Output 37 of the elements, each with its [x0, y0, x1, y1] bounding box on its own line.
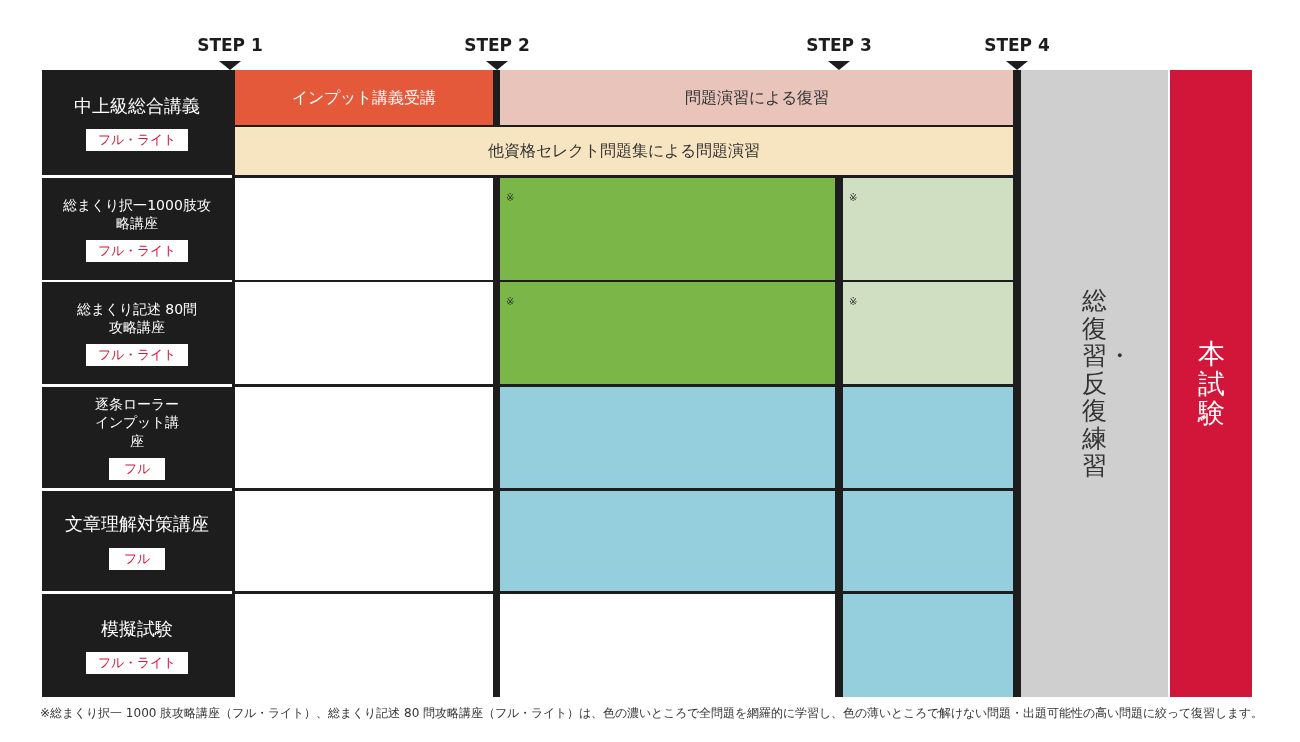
step-label: STEP 2	[464, 34, 530, 57]
study-cell	[843, 491, 1013, 591]
plan-tag: フル	[109, 457, 165, 480]
phase-bar: インプット講義受講	[235, 70, 493, 125]
step-label: STEP 4	[984, 34, 1050, 57]
plan-tag: フル	[109, 547, 165, 570]
course-name: 総まくり択一1000肢攻略講座	[62, 195, 212, 233]
course-header	[42, 387, 232, 488]
step-label: STEP 1	[197, 34, 263, 57]
exam-column: 本試験	[1170, 70, 1252, 697]
phase-bar: 他資格セレクト問題集による問題演習	[235, 127, 1013, 175]
review-cell: ※	[843, 282, 1013, 384]
course-header	[42, 70, 232, 175]
course-name: 中上級総合講義	[73, 93, 201, 118]
study-cell: ※	[500, 178, 835, 280]
course-name: 逐条ローラーインプット講座	[94, 395, 180, 450]
study-cell	[500, 387, 835, 488]
footnote: ※総まくり択一 1000 肢攻略講座（フル・ライト）、総まくり記述 80 問攻略講座（フル・ライト）は、色の濃いところで全問題を網羅的に学習し、色の薄いところで解けない問題・出題可能性の高い問題に絞って復習します。	[40, 705, 1264, 722]
plan-tag: フル・ライト	[86, 129, 188, 152]
course-header	[42, 491, 232, 591]
study-cell	[843, 387, 1013, 488]
review-cell: ※	[843, 178, 1013, 280]
plan-tag: フル・ライト	[86, 652, 188, 675]
course-name: 文章理解対策講座	[64, 512, 210, 536]
study-cell	[843, 594, 1013, 697]
phase-bar: 問題演習による復習	[500, 70, 1013, 125]
review-column: 総復習・反復練習	[1021, 70, 1168, 697]
course-name: 模擬試験	[100, 616, 174, 641]
course-name: 総まくり記述 80問攻略講座	[75, 299, 199, 337]
step-label: STEP 3	[806, 34, 872, 57]
study-cell	[500, 491, 835, 591]
course-header	[42, 282, 232, 384]
study-cell: ※	[500, 282, 835, 384]
course-header	[42, 178, 232, 280]
plan-tag: フル・ライト	[86, 240, 188, 263]
course-header	[42, 594, 232, 697]
plan-tag: フル・ライト	[86, 344, 188, 367]
